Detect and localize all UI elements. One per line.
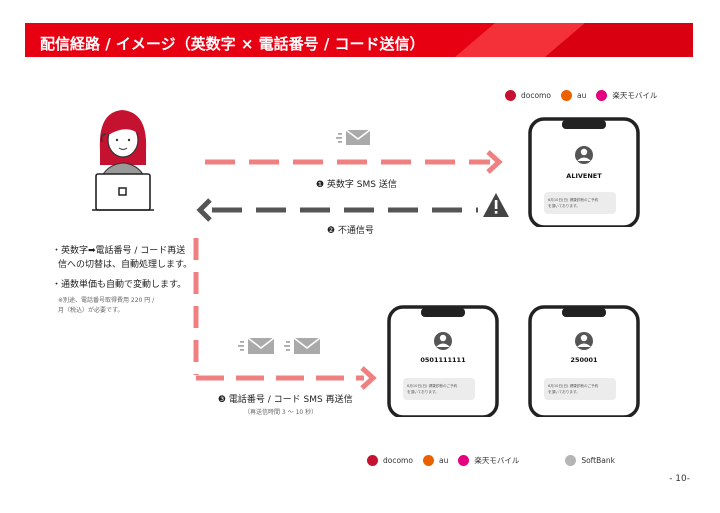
legend-item-softbank: SoftBank	[565, 455, 615, 466]
legend-item-docomo: docomo	[367, 455, 413, 466]
bullet-auto-switch: ・英数字➡電話番号 / コード再送 信への切替は、自動処理します。	[52, 246, 193, 270]
phone-top	[528, 117, 640, 233]
mail-icon	[336, 129, 371, 145]
mail-icon	[284, 337, 321, 354]
legend-item-au: au	[560, 90, 586, 101]
mail-icon	[238, 337, 275, 354]
sms-message: 6月10日(日) 健康診断のご予約 を頂いております。	[407, 384, 458, 394]
phone-bottom-right	[528, 305, 640, 423]
carrier-legend-top: docomo au 楽天モバイル	[505, 90, 667, 101]
step3-label: ❸ 電話番号 / コード SMS 再送信	[218, 395, 353, 405]
title-bar	[25, 23, 693, 57]
rakuten-dot-icon	[458, 455, 470, 466]
rakuten-dot-icon	[596, 90, 608, 101]
sender-name: 0501111111	[420, 356, 466, 364]
legend-item-rakuten: 楽天モバイル	[458, 455, 519, 466]
step2-label: ❷ 不通信号	[327, 226, 374, 236]
sms-message: 6月10日(日) 健康診断のご予約 を頂いております。	[548, 384, 599, 394]
step1-arrow	[205, 150, 503, 174]
sms-message: 6月10日(日) 健康診断のご予約 を頂いております。	[548, 198, 599, 208]
operator-person-icon	[92, 110, 154, 211]
softbank-dot-icon	[565, 455, 577, 466]
step3-note: （再送信時間 3 〜 10 秒）	[244, 409, 318, 416]
step3-arrow	[193, 238, 377, 390]
legend-item-docomo: docomo	[505, 90, 551, 101]
page-number: - 10-	[669, 474, 690, 484]
step2-arrow	[196, 198, 478, 222]
sender-name: 250001	[570, 356, 598, 364]
au-dot-icon	[560, 90, 572, 101]
legend-item-au: au	[422, 455, 448, 466]
phone-bottom-left	[387, 305, 499, 423]
page-title: 配信経路 / イメージ（英数字 × 電話番号 / コード送信）	[40, 35, 425, 53]
warning-icon	[483, 193, 509, 217]
docomo-dot-icon	[367, 455, 378, 466]
bullet-unit-price: ・通数単価も自動で変動します。	[52, 280, 187, 290]
carrier-legend-bottom: docomo au 楽天モバイル SoftBank	[367, 455, 625, 466]
docomo-dot-icon	[505, 90, 516, 101]
legend-item-rakuten: 楽天モバイル	[596, 90, 657, 101]
step1-label: ❶ 英数字 SMS 送信	[316, 180, 397, 190]
cost-note: ※別途、電話番号取得費用 220 円 / 月（税込）が必要です。	[58, 297, 155, 314]
sender-name: ALIVENET	[566, 172, 602, 180]
au-dot-icon	[422, 455, 434, 466]
